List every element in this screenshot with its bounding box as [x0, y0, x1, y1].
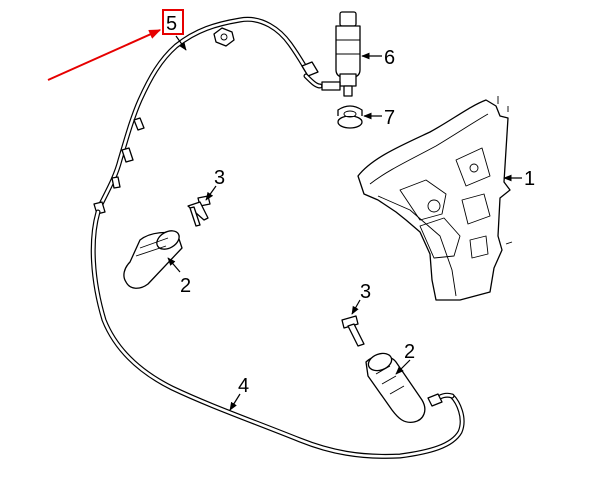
washer-hose-lower — [90, 209, 465, 459]
callout-label-5: 5 — [166, 13, 177, 35]
callout-1: 1 — [503, 168, 535, 190]
washer-pump — [321, 11, 361, 97]
washer-reservoir — [357, 96, 513, 301]
washer-jet-left — [123, 230, 183, 289]
callout-6: 6 — [361, 47, 395, 69]
callout-label-6: 6 — [384, 47, 395, 69]
callout-label-7: 7 — [384, 107, 395, 129]
highlight-arrow — [47, 29, 162, 81]
callout-label-4: 4 — [238, 375, 249, 397]
callout-5-highlight-box — [162, 9, 184, 35]
callout-2-left: 2 — [167, 257, 191, 297]
callout-label-1: 1 — [524, 168, 535, 190]
callout-2-right: 2 — [395, 341, 415, 375]
callout-5: 5 — [47, 9, 187, 81]
callout-label-3-left: 3 — [214, 167, 225, 189]
washer-hose-upper — [93, 16, 323, 215]
callout-7: 7 — [363, 107, 395, 129]
bolt-right — [341, 315, 365, 347]
callout-label-2-left: 2 — [180, 275, 191, 297]
callout-label-2-right: 2 — [404, 341, 415, 363]
callout-3-left: 3 — [205, 167, 225, 201]
callout-3-right: 3 — [351, 281, 371, 315]
callout-4: 4 — [229, 375, 249, 411]
bolt-left — [187, 195, 211, 227]
pump-grommet — [337, 105, 363, 129]
washer-jet-right — [365, 352, 426, 424]
callout-label-3-right: 3 — [360, 281, 371, 303]
